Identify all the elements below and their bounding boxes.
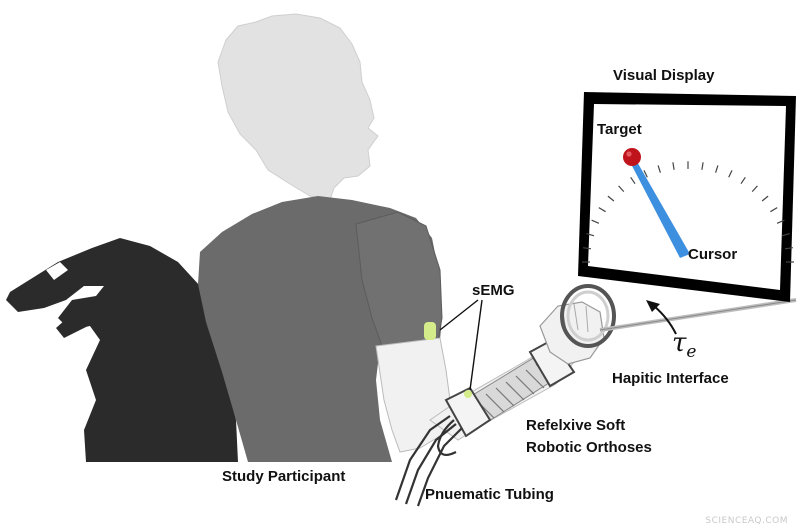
watermark: SCIENCEAQ.COM — [705, 516, 788, 526]
torque-arrowhead — [646, 300, 660, 312]
semg-leader-2 — [469, 299, 483, 391]
dial-tick — [740, 176, 746, 185]
soft-robotic-orthosis — [444, 338, 576, 438]
dial-tick — [672, 162, 675, 170]
dial-tick — [591, 219, 600, 224]
wheelchair — [6, 238, 238, 462]
target-dot — [623, 148, 641, 166]
haptic-interface — [560, 284, 797, 348]
cursor-needle — [630, 160, 690, 258]
cursor-label: Cursor — [688, 246, 738, 263]
pneumatic-tubing — [394, 415, 463, 507]
target-label: Target — [597, 121, 642, 138]
dial-tick — [607, 195, 615, 202]
orthoses-label-line2: Robotic Orthoses — [526, 439, 652, 456]
dial-ticks — [582, 161, 794, 263]
participant-head — [217, 13, 379, 201]
dial-tick — [751, 185, 758, 193]
semg-label: sEMG — [472, 282, 515, 299]
torque-subscript: e — [686, 342, 697, 363]
dial-tick — [728, 170, 733, 178]
torque-arrow — [653, 305, 677, 335]
visual-display — [578, 92, 796, 302]
dial-tick — [657, 165, 661, 173]
dial-tick — [776, 219, 785, 224]
dial-tick — [630, 176, 636, 185]
semg-pad-forearm — [464, 390, 472, 398]
study-participant-label: Study Participant — [222, 468, 346, 485]
dial-tick — [643, 170, 648, 178]
dial-tick — [781, 233, 790, 237]
semg-leader-1 — [439, 299, 479, 331]
dial-tick — [761, 195, 769, 202]
orthoses-label-line1: Refelxive Soft — [526, 417, 626, 434]
dial-tick — [784, 247, 793, 250]
dial-tick — [586, 233, 595, 237]
torque-symbol: τ — [672, 328, 687, 358]
semg-pad-upper — [424, 322, 436, 340]
dial-tick — [770, 207, 778, 213]
dial-tick — [583, 247, 592, 250]
torque-label: τe — [672, 328, 696, 362]
pneumatic-tubing-label: Pnuematic Tubing — [425, 486, 554, 503]
dial-tick — [701, 162, 704, 170]
haptic-interface-label: Hapitic Interface — [612, 370, 729, 387]
dial-tick — [715, 165, 719, 173]
dial-tick — [598, 207, 606, 213]
dial-tick — [618, 185, 625, 193]
visual-display-label: Visual Display — [613, 67, 715, 84]
